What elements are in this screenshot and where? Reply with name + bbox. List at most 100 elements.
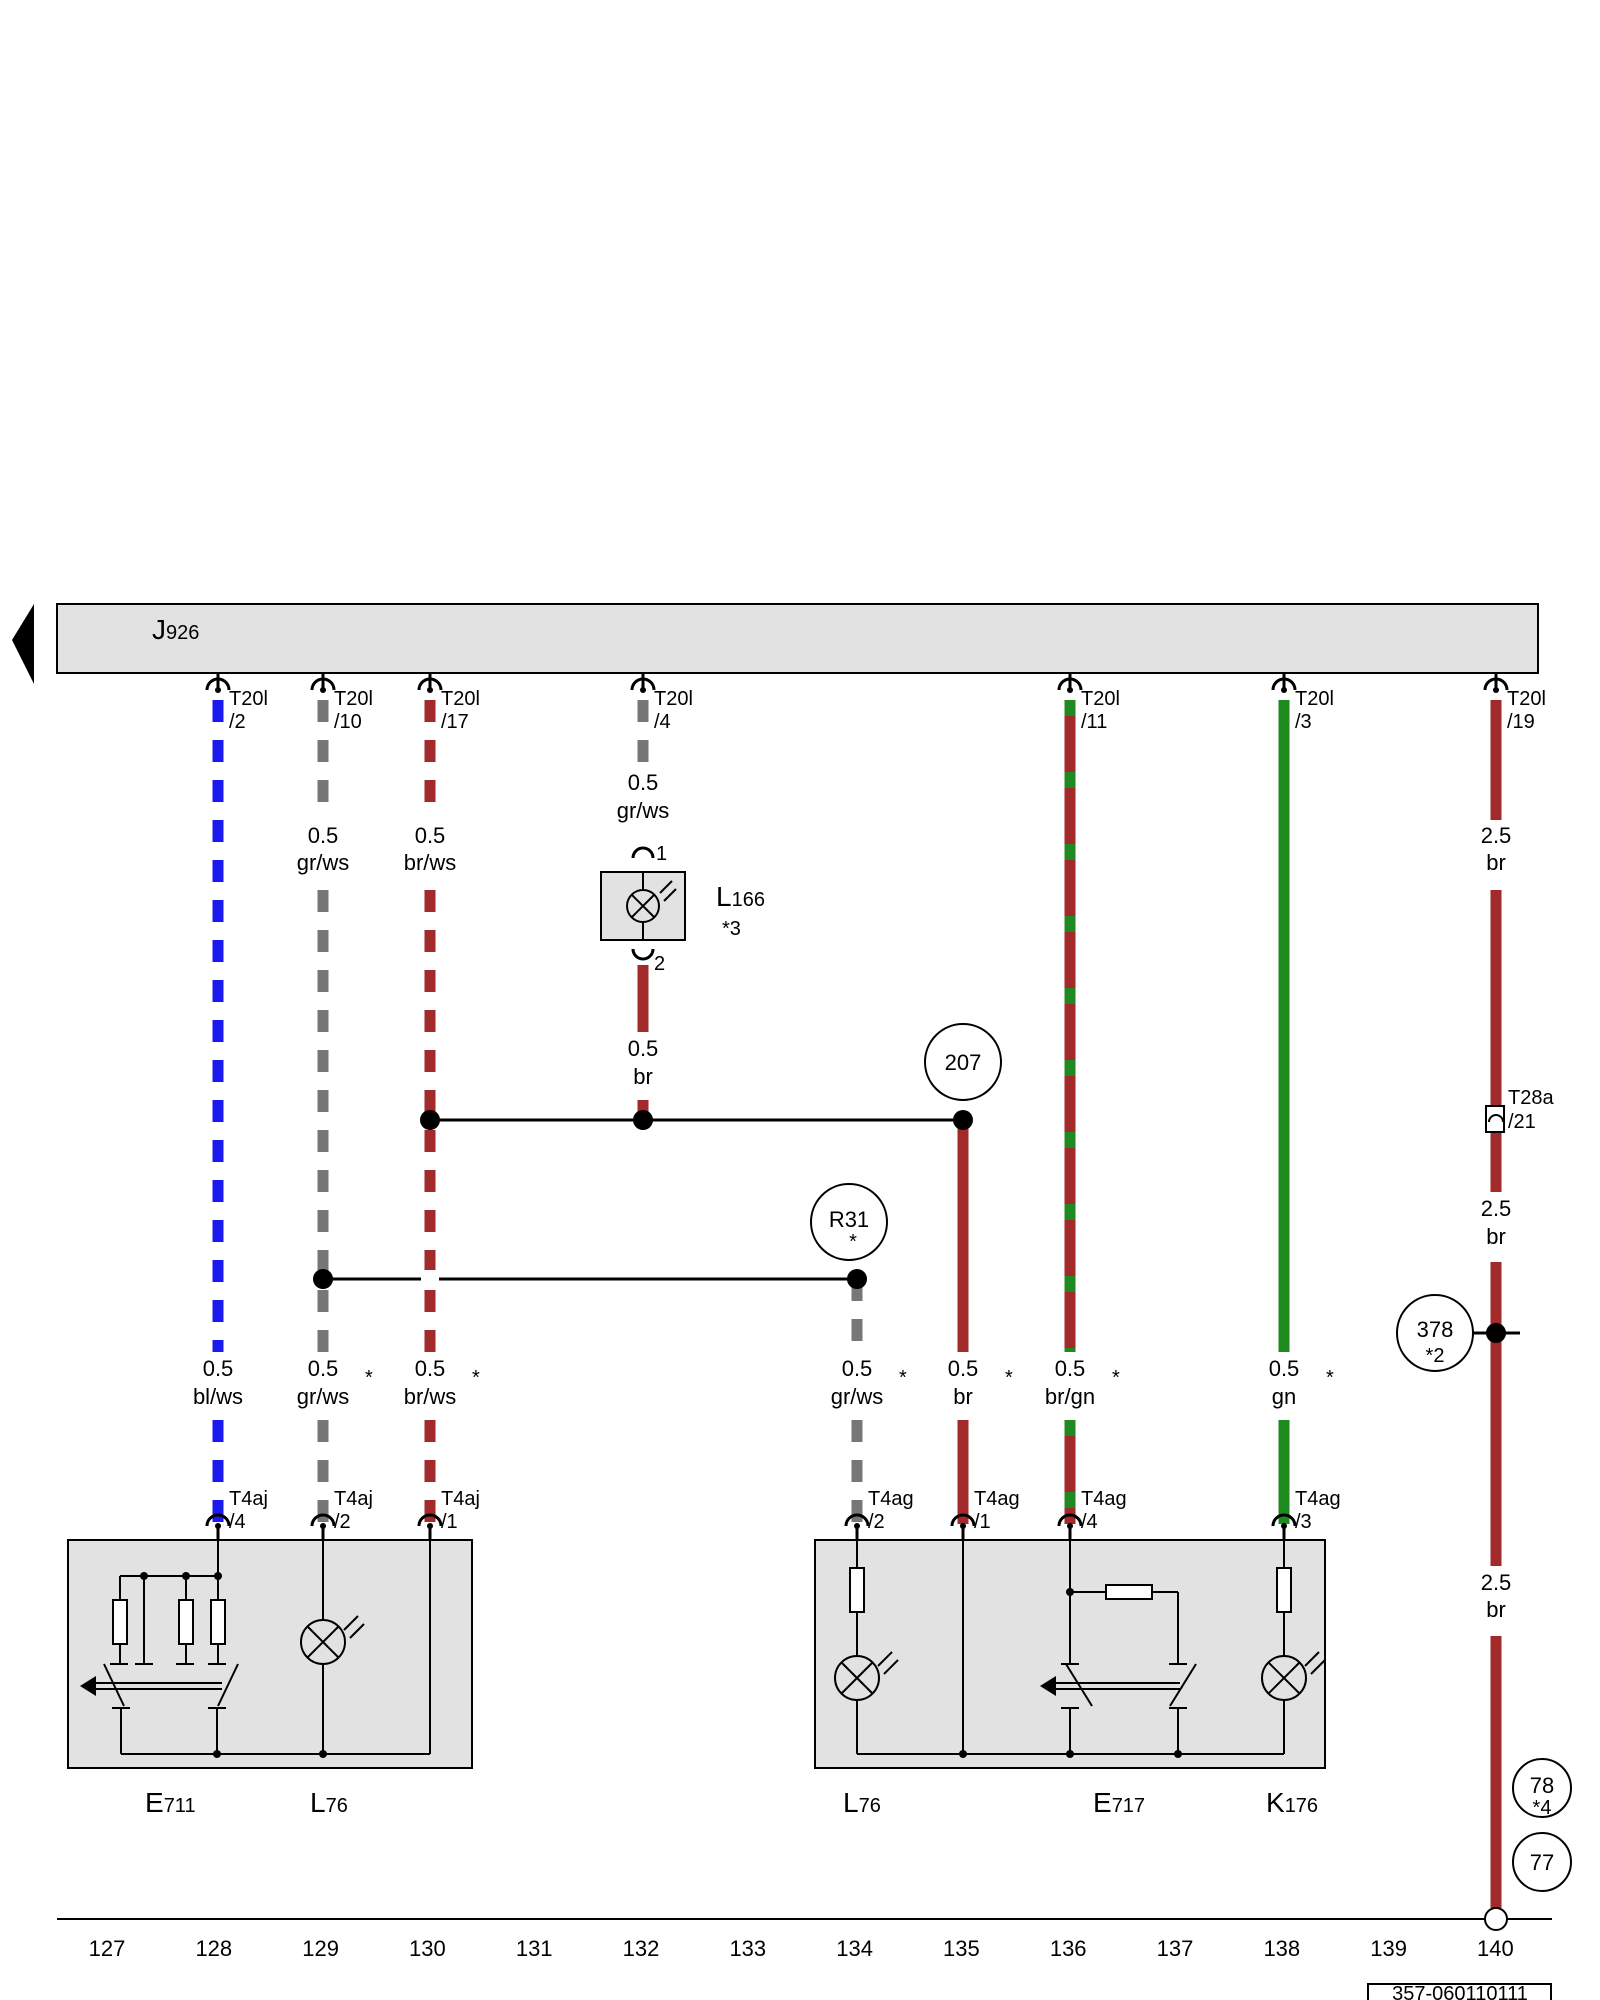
junction-dot: [319, 1750, 327, 1758]
wire-color: gr/ws: [831, 1384, 884, 1409]
resistor-icon: [849, 1567, 865, 1613]
connector-pin: /1: [974, 1511, 991, 1533]
ref-label: 77: [1530, 1850, 1554, 1875]
lamp-ray: [1304, 1651, 1320, 1667]
connector-box: [1485, 1105, 1505, 1133]
wire-color: gr/ws: [297, 1384, 350, 1409]
connector-pin: /3: [1295, 711, 1312, 733]
switch-blade: [1169, 1663, 1197, 1707]
splice-dot: [633, 1110, 653, 1130]
connector-symbol: [205, 1513, 231, 1527]
component-box: [67, 1539, 473, 1769]
connector-symbol: [1057, 1513, 1083, 1527]
component-label-e711: E711: [145, 1787, 196, 1818]
lamp-x: [1268, 1662, 1300, 1694]
connector-t28a: T28a /21: [1485, 1087, 1554, 1133]
wire-color: br/ws: [404, 1384, 457, 1409]
switch-blade: [103, 1663, 125, 1707]
connector-dot: [215, 687, 221, 693]
connector-pin: /4: [229, 1511, 246, 1533]
ref-378: 378 *2: [1396, 1294, 1474, 1372]
grid-number: 131: [516, 1936, 553, 1961]
connector-symbol: [844, 1513, 870, 1527]
connector-symbol: [631, 846, 655, 859]
switch-actuator-icon: [1040, 1676, 1056, 1696]
connector-t4-group: T4aj/4T4aj/2T4aj/1T4ag/2T4ag/1T4ag/4T4ag…: [205, 1488, 1341, 1540]
junction-dot: [1066, 1588, 1074, 1596]
connector-pin: /19: [1507, 711, 1535, 733]
ref-label: 207: [945, 1050, 982, 1075]
wire-segments: [212, 700, 1502, 1908]
connector-name: T20l: [654, 688, 693, 710]
connector-name: T20l: [229, 688, 268, 710]
wire-note: *: [1005, 1367, 1013, 1389]
wire-color: br: [1486, 1597, 1506, 1622]
ref-sub: *4: [1533, 1797, 1552, 1819]
grid-number: 138: [1263, 1936, 1300, 1961]
wire-size: 0.5: [1269, 1356, 1300, 1381]
component-box-left: [67, 1539, 473, 1769]
component-label-k176: K176: [1266, 1787, 1318, 1818]
splice-dot: [313, 1269, 333, 1289]
connector-name: T4aj: [441, 1488, 480, 1510]
grid-number: 133: [729, 1936, 766, 1961]
lamp-x: [307, 1626, 339, 1658]
wire-size: 2.5: [1481, 1196, 1512, 1221]
connector-name: T4aj: [229, 1488, 268, 1510]
connector-name: T20l: [1295, 688, 1334, 710]
wire-size: 0.5: [842, 1356, 873, 1381]
grid-number: 135: [943, 1936, 980, 1961]
connector-name: T4ag: [1081, 1488, 1127, 1510]
grid-number: 132: [623, 1936, 660, 1961]
wire-size: 0.5: [308, 823, 339, 848]
lamp-ray: [663, 888, 677, 902]
connector-name: T20l: [334, 688, 373, 710]
wire-size: 0.5: [415, 823, 446, 848]
wire-labels-top: 0.5gr/ws: [617, 770, 670, 823]
ref-sub: *2: [1426, 1345, 1445, 1367]
grid-number: 127: [89, 1936, 126, 1961]
connector-dot: [320, 1523, 326, 1529]
wire-color: br/ws: [404, 850, 457, 875]
connector-symbol: [1271, 1513, 1297, 1527]
connector-symbol: [950, 1513, 976, 1527]
connector-pin: /10: [334, 711, 362, 733]
grid-number: 140: [1477, 1936, 1514, 1961]
connector-dot: [1493, 687, 1499, 693]
junction-dot: [214, 1572, 222, 1580]
wire-size: 0.5: [628, 1036, 659, 1061]
grid-number: 136: [1050, 1936, 1087, 1961]
wire-size: 0.5: [308, 1356, 339, 1381]
connector-dot: [1281, 687, 1287, 693]
connector-name: T20l: [441, 688, 480, 710]
wire-note: *: [365, 1367, 373, 1389]
resistor-icon: [112, 1599, 128, 1645]
wire-color: gr/ws: [297, 850, 350, 875]
connector-pin: /11: [1081, 711, 1107, 733]
ref-label: 378: [1417, 1317, 1454, 1342]
wire-color: br/gn: [1045, 1384, 1095, 1409]
connector-dot: [427, 687, 433, 693]
junction-dot: [1174, 1750, 1182, 1758]
switch-blade: [1065, 1663, 1093, 1707]
connector-symbol: [310, 1513, 336, 1527]
splice-dot: [953, 1110, 973, 1130]
lamp-note: *3: [722, 918, 741, 940]
wire-size: 2.5: [1481, 1570, 1512, 1595]
splice-dot: [420, 1110, 440, 1130]
wire-color: br: [1486, 850, 1506, 875]
grid-number: 137: [1157, 1936, 1194, 1961]
wire-size: 0.5: [948, 1356, 979, 1381]
connector-pin: /17: [441, 711, 469, 733]
resistor-icon: [1105, 1584, 1153, 1600]
connector-dot: [1067, 687, 1073, 693]
junction-dot: [213, 1750, 221, 1758]
control-unit-box: [56, 603, 1539, 674]
connector-pin: /4: [1081, 1511, 1098, 1533]
lamp-pin-bottom: 2: [654, 953, 665, 975]
wire-labels-lower: 0.5bl/ws0.5gr/ws*0.5br/ws*0.5gr/ws*0.5br…: [193, 1356, 1334, 1409]
ref-circle: [1396, 1294, 1474, 1372]
connector-dot: [427, 1523, 433, 1529]
doc-id-box: [1367, 1983, 1552, 2000]
